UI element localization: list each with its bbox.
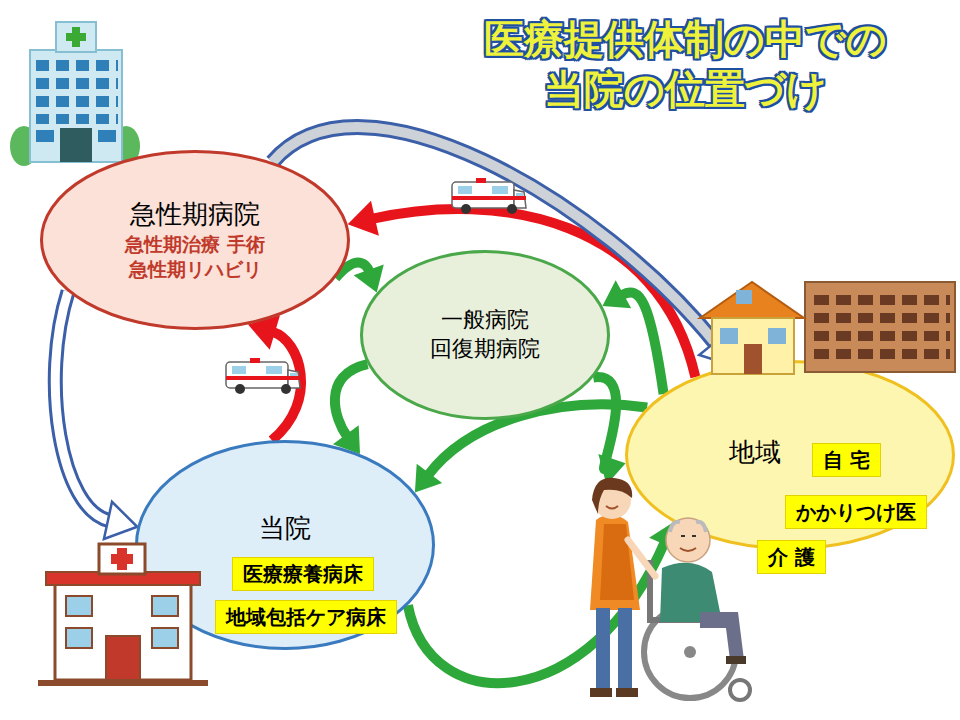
connector-arrow — [602, 280, 663, 394]
connector-arrow — [333, 364, 368, 454]
node-text: 地域包括ケア病床 — [226, 604, 386, 630]
connector-arrow — [408, 522, 679, 683]
connector-line — [622, 292, 664, 393]
label-box: 自 宅 — [812, 443, 881, 477]
node-text: 医療療養病床 — [243, 561, 363, 587]
node-text: 急性期病院 — [130, 198, 260, 232]
connector-line — [335, 364, 368, 436]
ellipse-node: 当院医療療養病床地域包括ケア病床 — [135, 440, 435, 650]
ambulance-icon — [226, 358, 300, 394]
connector-inner — [55, 292, 110, 521]
connector-arrow — [248, 315, 301, 440]
node-text: 当院 — [259, 512, 311, 546]
ellipse-node: 一般病院 回復期病院 — [360, 250, 610, 420]
label-box: 医療療養病床 — [232, 557, 374, 591]
connector-line — [593, 377, 616, 469]
arrow-head — [415, 464, 442, 493]
node-text: 自 宅 — [823, 447, 870, 473]
ellipse-shape — [627, 362, 954, 549]
label-box: かかりつけ医 — [785, 495, 927, 529]
diagram-title: 医療提供体制の中での 当院の位置づけ — [440, 14, 930, 114]
connector-arrow — [415, 404, 647, 492]
label-box: 介 護 — [757, 540, 826, 574]
connector-line — [55, 292, 110, 521]
ellipse-shape — [362, 252, 609, 419]
houses-illustration — [700, 282, 955, 374]
ellipse-node: 地域自 宅かかりつけ医介 護 — [625, 360, 955, 550]
ellipse-shape — [137, 442, 434, 649]
arrow-head — [598, 454, 625, 485]
arrow-head — [649, 522, 678, 550]
arrow-head — [348, 201, 379, 236]
connector-arrow — [55, 292, 137, 539]
arrow-head — [354, 265, 384, 293]
arrow-head — [602, 280, 631, 308]
node-text: 一般病院 回復期病院 — [423, 306, 548, 363]
node-text: 地域 — [729, 436, 781, 470]
node-text: 介 護 — [768, 544, 815, 570]
ambulance-icon — [452, 178, 526, 214]
arrow-head — [104, 502, 137, 539]
ellipse-shape — [42, 152, 349, 329]
ellipse-node: 急性期病院急性期治療 手術 急性期リハビリ — [40, 150, 350, 330]
node-text: 急性期治療 手術 急性期リハビリ — [120, 232, 270, 281]
connector-line — [408, 542, 665, 683]
ellipse-outline — [360, 250, 610, 420]
node-text: かかりつけ医 — [796, 499, 916, 525]
label-box: 地域包括ケア病床 — [215, 600, 397, 634]
connector-arrow — [593, 377, 625, 485]
arrow-head — [699, 330, 733, 366]
connector-line — [272, 332, 301, 440]
